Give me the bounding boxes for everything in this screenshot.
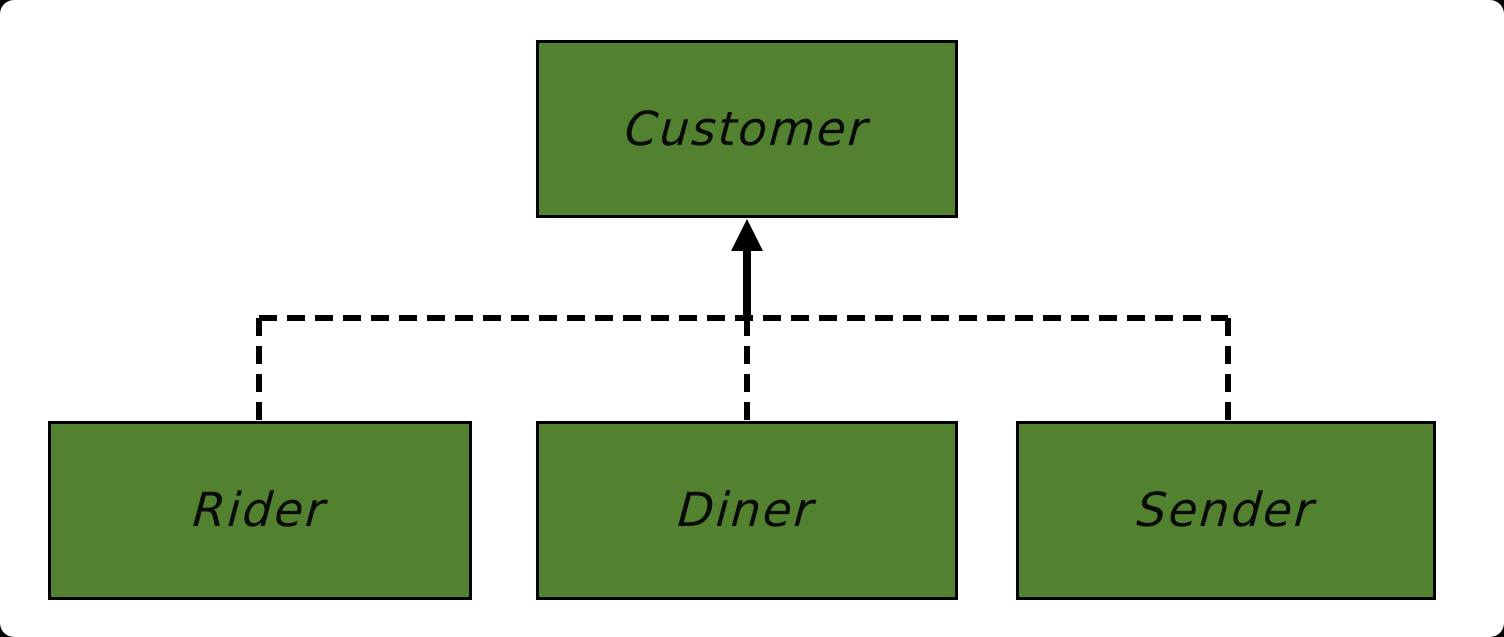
node-rider-label: Rider	[191, 483, 329, 538]
node-diner: Diner	[536, 421, 958, 600]
node-rider: Rider	[48, 421, 472, 600]
node-sender-label: Sender	[1134, 483, 1318, 538]
node-diner-label: Diner	[676, 483, 818, 538]
node-customer-label: Customer	[622, 101, 872, 157]
node-sender: Sender	[1016, 421, 1436, 600]
arrow-head-icon	[731, 219, 763, 251]
node-customer: Customer	[536, 40, 958, 218]
